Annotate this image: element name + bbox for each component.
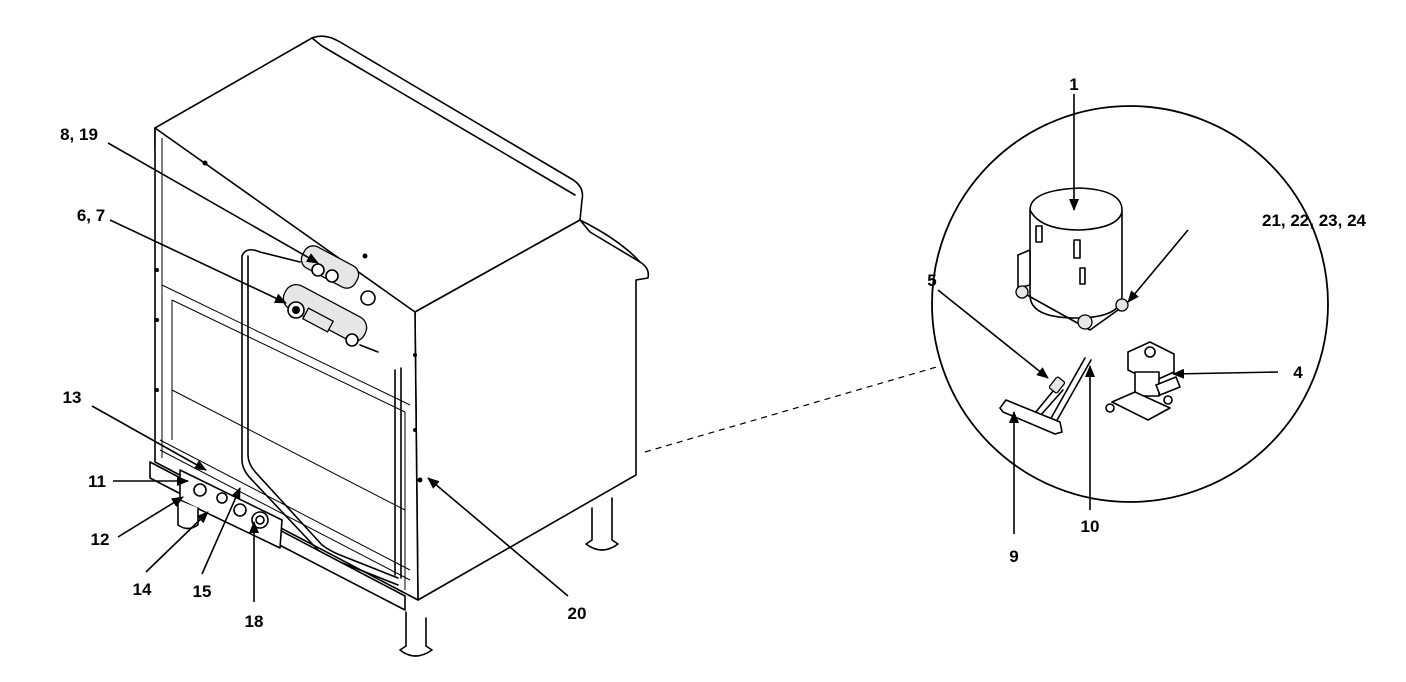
callout-1: 1 bbox=[1069, 75, 1078, 94]
detail-view-circle bbox=[931, 105, 1329, 503]
detail-view-connector bbox=[644, 365, 941, 453]
callout-21-22-23-24: 21, 22, 23, 24 bbox=[1262, 211, 1367, 230]
water-valve-assembly bbox=[282, 245, 379, 353]
callout-6-7: 6, 7 bbox=[77, 206, 105, 225]
cabinet-top-lid bbox=[154, 35, 584, 313]
callout-9: 9 bbox=[1009, 547, 1018, 566]
sensor-probe-assembly bbox=[999, 357, 1092, 435]
cabinet-legs bbox=[177, 497, 619, 657]
cabinet-right-side-panel bbox=[414, 219, 650, 601]
callout-18: 18 bbox=[245, 612, 264, 631]
callout-14: 14 bbox=[133, 580, 152, 599]
water-solenoid-valve bbox=[1105, 341, 1181, 421]
leader-lines bbox=[91, 94, 1279, 602]
callout-15: 15 bbox=[193, 582, 212, 601]
callout-4: 4 bbox=[1293, 363, 1303, 382]
callout-10: 10 bbox=[1081, 517, 1100, 536]
callout-20: 20 bbox=[568, 604, 587, 623]
callout-12: 12 bbox=[91, 530, 110, 549]
callout-11: 11 bbox=[88, 472, 106, 491]
callout-13: 13 bbox=[63, 388, 82, 407]
callout-5: 5 bbox=[927, 271, 936, 290]
compressor bbox=[1015, 187, 1129, 331]
ice-machine-cabinet bbox=[149, 35, 650, 657]
callout-8-19: 8, 19 bbox=[60, 125, 98, 144]
